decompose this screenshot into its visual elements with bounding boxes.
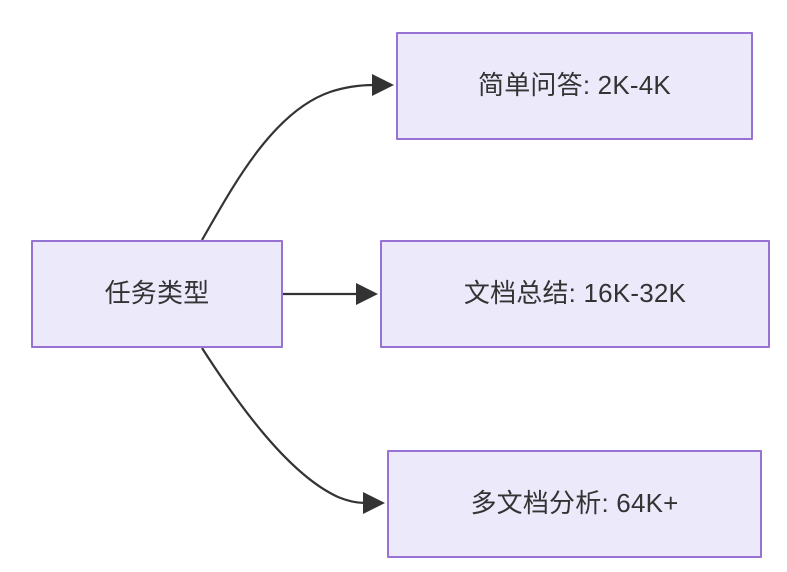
edge-root-to-doc-summary-arrowhead	[356, 283, 378, 305]
edge-root-to-simple-qa	[201, 74, 394, 241]
edge-root-to-multi-doc	[201, 347, 385, 514]
node-simple-qa-label: 简单问答: 2K-4K	[478, 70, 671, 101]
node-doc-summary[interactable]: 文档总结: 16K-32K	[380, 240, 770, 348]
node-simple-qa[interactable]: 简单问答: 2K-4K	[396, 32, 753, 140]
edge-root-to-doc-summary	[283, 283, 378, 305]
node-doc-summary-label: 文档总结: 16K-32K	[463, 278, 687, 309]
edge-root-to-simple-qa-path	[201, 83, 375, 241]
edge-root-to-multi-doc-arrowhead	[363, 492, 385, 514]
node-multi-doc[interactable]: 多文档分析: 64K+	[387, 450, 762, 558]
node-multi-doc-label: 多文档分析: 64K+	[470, 488, 679, 519]
edge-root-to-simple-qa-arrowhead	[372, 74, 394, 96]
node-root-label: 任务类型	[104, 278, 210, 309]
edge-root-to-multi-doc-path	[201, 347, 366, 505]
node-root[interactable]: 任务类型	[31, 240, 283, 348]
